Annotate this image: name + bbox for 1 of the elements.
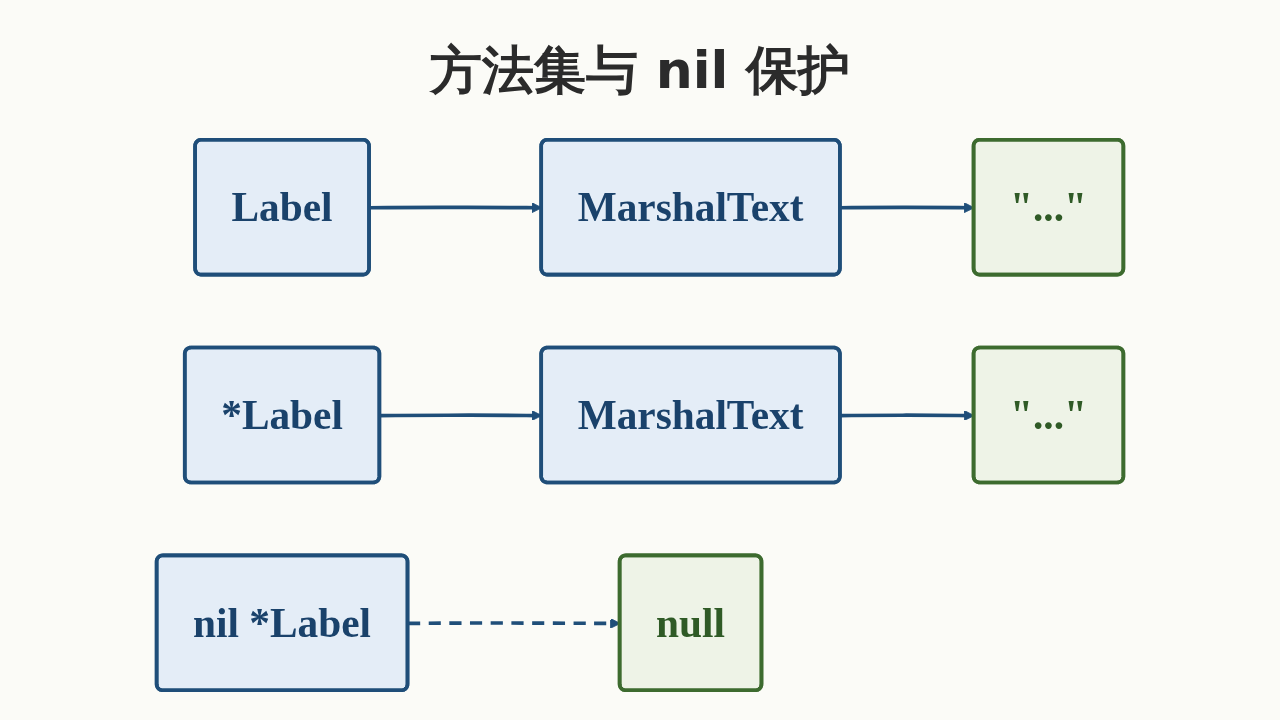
diagram-title: 方法集与 nil 保护	[429, 39, 851, 102]
